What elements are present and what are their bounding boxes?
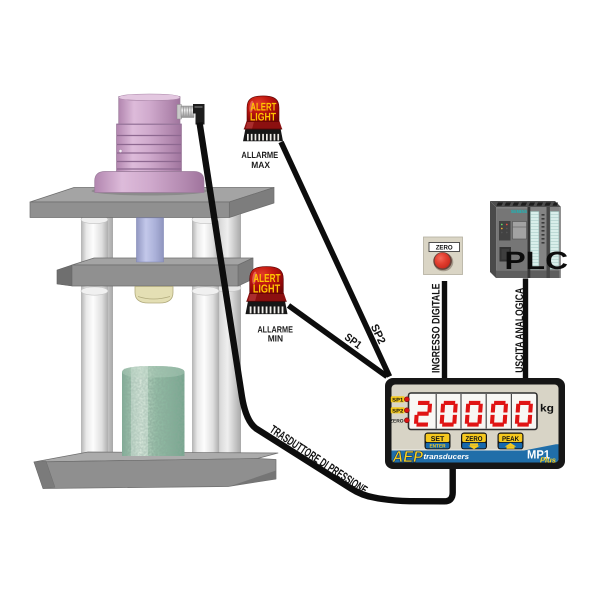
- svg-text:ZERO: ZERO: [436, 245, 453, 252]
- svg-text:kg: kg: [540, 403, 554, 415]
- svg-text:ZERO: ZERO: [390, 419, 404, 425]
- svg-text:MAX: MAX: [251, 160, 270, 170]
- svg-text:MP1: MP1: [527, 448, 550, 462]
- svg-text:ALLARME: ALLARME: [241, 150, 278, 160]
- svg-text:USCITA ANALOGICA: USCITA ANALOGICA: [514, 288, 526, 373]
- svg-text:Plus: Plus: [540, 456, 556, 465]
- svg-text:PEAK: PEAK: [502, 436, 519, 443]
- svg-text:PLC: PLC: [505, 247, 569, 275]
- svg-text:ALLARME: ALLARME: [257, 325, 293, 335]
- svg-text:AEP: AEP: [392, 449, 424, 466]
- svg-text:SP2: SP2: [392, 408, 403, 414]
- svg-text:SP1: SP1: [392, 397, 403, 403]
- svg-text:SIEMENS: SIEMENS: [511, 209, 527, 214]
- svg-text:MIN: MIN: [268, 334, 283, 344]
- svg-text:ZERO: ZERO: [466, 436, 483, 443]
- svg-text:ENTER: ENTER: [430, 444, 446, 450]
- svg-text:transducers: transducers: [424, 452, 470, 461]
- svg-text:INGRESSO DIGITALE: INGRESSO DIGITALE: [431, 284, 443, 374]
- svg-text:SET: SET: [431, 436, 445, 443]
